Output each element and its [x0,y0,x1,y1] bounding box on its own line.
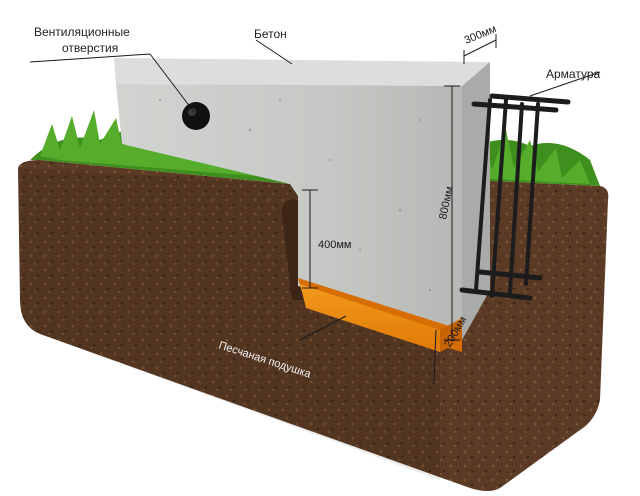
dim-top-width-line [463,39,497,57]
dim-depth-text: 400мм [318,239,351,251]
rebar-cage [459,93,571,301]
label-ventilation-1: Вентиляционные [34,25,130,39]
label-ventilation-2: отверстия [62,41,118,55]
ventilation-hole [182,102,210,130]
dim-top-width-text: 300мм [463,23,499,47]
leader-ventilation [149,53,195,113]
label-concrete: Бетон [254,27,287,41]
dim-sand-line [433,329,437,385]
leader-rebar [529,71,601,97]
leader-ventilation-underline [29,53,151,63]
leader-sand [299,315,347,341]
sand-cushion [298,278,462,352]
label-rebar: Арматура [546,67,601,81]
leader-concrete [255,39,293,65]
soil-block [18,160,609,491]
